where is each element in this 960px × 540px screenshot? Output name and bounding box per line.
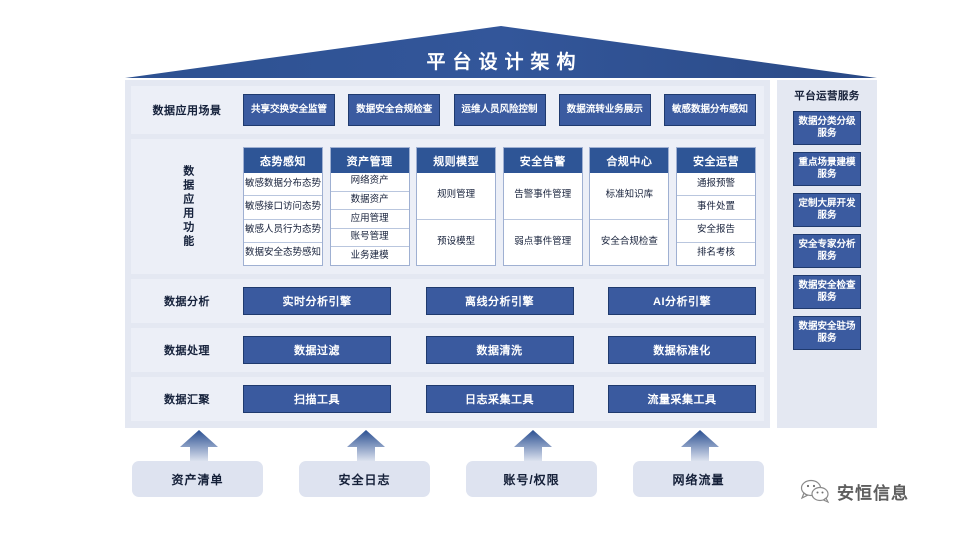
up-arrow-icon [514, 430, 552, 465]
scenario-box[interactable]: 运维人员风险控制 [453, 94, 546, 126]
column-header: 合规中心 [590, 148, 669, 173]
row-label-application-functions: 数据应用功能 [131, 139, 243, 274]
function-item[interactable]: 应用管理 [330, 209, 409, 228]
main-panel: 数据应用场景 共享交换安全监管 数据安全合规检查 运维人员风险控制 数据流转业务… [125, 80, 770, 428]
row-application-scenarios: 数据应用场景 共享交换安全监管 数据安全合规检查 运维人员风险控制 数据流转业务… [131, 86, 764, 134]
column-header: 态势感知 [244, 148, 322, 173]
function-item[interactable]: 通报预警 [696, 177, 735, 189]
up-arrow-icon [180, 430, 218, 465]
function-item[interactable]: 事件处置 [676, 195, 755, 218]
scenario-box[interactable]: 数据流转业务展示 [558, 94, 651, 126]
function-column-security-operation[interactable]: 安全运营 通报预警 事件处置 安全报告 排名考核 [675, 147, 756, 266]
scenario-box[interactable]: 共享交换安全监管 [243, 94, 335, 126]
source-box-network-traffic[interactable]: 网络流量 [633, 461, 764, 497]
function-item[interactable]: 账号管理 [330, 227, 409, 247]
function-item[interactable]: 安全合规检查 [590, 218, 669, 266]
collection-tool-box[interactable]: 日志采集工具 [425, 385, 574, 413]
function-column-security-alert[interactable]: 安全告警 告警事件管理 弱点事件管理 [502, 147, 583, 266]
source-box-security-log[interactable]: 安全日志 [299, 461, 430, 497]
collection-tool-box[interactable]: 扫描工具 [243, 385, 391, 413]
watermark-text: 安恒信息 [837, 483, 909, 503]
page-title: 平台设计架构 [426, 52, 583, 73]
column-header: 规则模型 [417, 148, 496, 173]
sidebar-item-security-expert[interactable]: 安全专家分析服务 [793, 234, 861, 268]
sidebar-item-onsite-service[interactable]: 数据安全驻场服务 [793, 316, 861, 350]
row-data-analysis: 数据分析 实时分析引擎 离线分析引擎 AI分析引擎 [131, 279, 764, 323]
collection-tool-box[interactable]: 流量采集工具 [608, 385, 756, 413]
row-label-data-analysis: 数据分析 [164, 296, 210, 308]
processing-box[interactable]: 数据过滤 [243, 336, 391, 364]
watermark: 安恒信息 [800, 478, 909, 504]
row-application-functions: 数据应用功能 态势感知 敏感数据分布态势 敏感接口访问态势 敏感人员行为态势 数… [131, 139, 764, 274]
function-item[interactable]: 规则管理 [437, 189, 476, 201]
platform-operation-services-panel: 平台运营服务 数据分类分级服务 重点场景建模服务 定制大屏开发服务 安全专家分析… [777, 80, 877, 428]
column-header: 安全告警 [503, 148, 582, 173]
up-arrow-icon [347, 430, 385, 465]
sidebar-item-scenario-modeling[interactable]: 重点场景建模服务 [793, 152, 861, 186]
analysis-engine-box[interactable]: 实时分析引擎 [243, 287, 391, 315]
function-item[interactable]: 敏感接口访问态势 [244, 195, 322, 218]
analysis-engine-box[interactable]: 离线分析引擎 [425, 287, 574, 315]
function-item[interactable]: 数据安全态势感知 [244, 241, 322, 265]
processing-box[interactable]: 数据清洗 [425, 336, 574, 364]
row-label-application-scenarios: 数据应用场景 [152, 105, 222, 117]
source-box-asset-inventory[interactable]: 资产清单 [132, 461, 263, 497]
function-column-asset-management[interactable]: 资产管理 网络资产 数据资产 应用管理 账号管理 业务建模 [329, 147, 410, 266]
sidebar-item-data-classification[interactable]: 数据分类分级服务 [793, 111, 861, 145]
function-item[interactable]: 敏感人员行为态势 [244, 218, 322, 242]
roof-banner: 平台设计架构 [125, 26, 877, 78]
function-column-situational-awareness[interactable]: 态势感知 敏感数据分布态势 敏感接口访问态势 敏感人员行为态势 数据安全态势感知 [243, 147, 323, 266]
function-item[interactable]: 敏感数据分布态势 [244, 177, 321, 189]
row-data-processing: 数据处理 数据过滤 数据清洗 数据标准化 [131, 328, 764, 372]
function-item[interactable]: 排名考核 [676, 241, 755, 265]
flow-arrows [125, 430, 770, 465]
up-arrow-icon [681, 430, 719, 465]
row-label-data-collection: 数据汇聚 [164, 394, 210, 406]
function-column-rule-model[interactable]: 规则模型 规则管理 预设模型 [416, 147, 497, 266]
scenario-box[interactable]: 敏感数据分布感知 [664, 94, 756, 126]
sidebar-title: 平台运营服务 [794, 90, 860, 102]
sidebar-item-dashboard-development[interactable]: 定制大屏开发服务 [793, 193, 861, 227]
function-item[interactable]: 网络资产 [350, 175, 389, 187]
roof-shape-icon [125, 26, 877, 78]
function-item[interactable]: 数据资产 [330, 190, 409, 210]
function-item[interactable]: 告警事件管理 [514, 189, 572, 201]
processing-box[interactable]: 数据标准化 [608, 336, 756, 364]
row-data-collection: 数据汇聚 扫描工具 日志采集工具 流量采集工具 [131, 377, 764, 421]
sidebar-item-security-inspection[interactable]: 数据安全检查服务 [793, 275, 861, 309]
function-column-compliance-center[interactable]: 合规中心 标准知识库 安全合规检查 [589, 147, 670, 266]
data-source-boxes: 资产清单 安全日志 账号/权限 网络流量 [132, 461, 777, 497]
function-item[interactable]: 安全报告 [676, 218, 755, 242]
scenario-box[interactable]: 数据安全合规检查 [348, 94, 441, 126]
analysis-engine-box[interactable]: AI分析引擎 [608, 287, 756, 315]
column-header: 安全运营 [676, 148, 755, 173]
function-item[interactable]: 预设模型 [417, 218, 496, 266]
function-item[interactable]: 弱点事件管理 [503, 218, 582, 266]
source-box-account-permission[interactable]: 账号/权限 [466, 461, 597, 497]
row-label-text: 数据应用功能 [181, 164, 194, 249]
function-item[interactable]: 业务建模 [330, 246, 409, 265]
row-label-data-processing: 数据处理 [164, 345, 210, 357]
function-item[interactable]: 标准知识库 [605, 189, 654, 201]
column-header: 资产管理 [330, 148, 409, 173]
wechat-logo-icon [800, 479, 830, 504]
